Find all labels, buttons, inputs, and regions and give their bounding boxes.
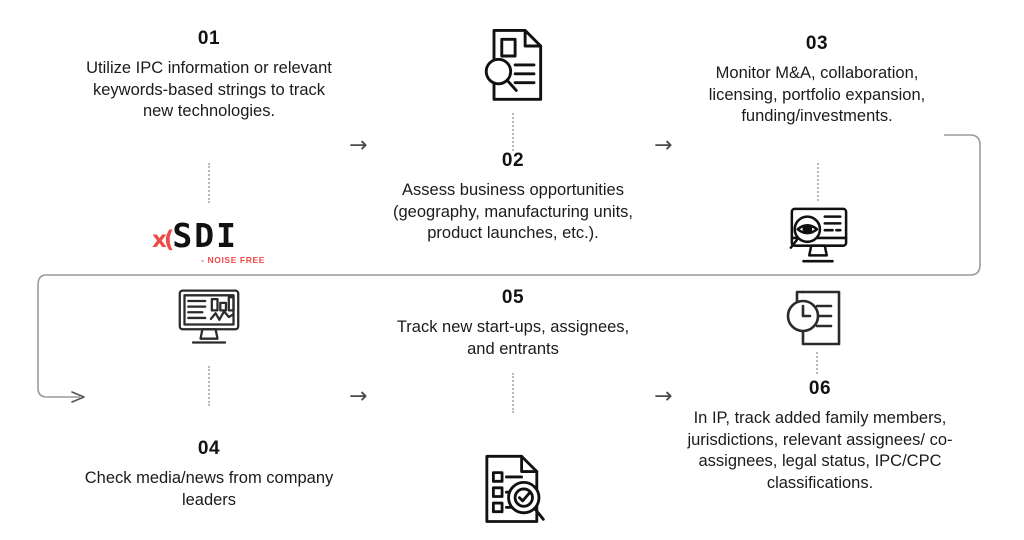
step-03-number: 03 <box>805 33 829 54</box>
step-02: 02 Assess business opportunities (geogra… <box>382 150 644 245</box>
step-02-text: Assess business opportunities (geography… <box>393 180 633 243</box>
dotline-step01-to-logo <box>208 163 210 203</box>
step-06-text: In IP, track added family members, juris… <box>687 408 953 493</box>
sdi-logo-wordmark: SDI <box>172 216 238 255</box>
connector-left-arrowhead <box>71 391 85 403</box>
monitor-analytics-icon <box>176 287 242 347</box>
step-06: 06 In IP, track added family members, ju… <box>686 378 954 495</box>
connector-left-wrap <box>37 274 80 398</box>
step-01-text: Utilize IPC information or relevant keyw… <box>86 58 332 121</box>
document-search-icon <box>478 26 550 106</box>
step-01-number: 01 <box>197 28 221 49</box>
sdi-logo-mark: x( <box>152 227 174 253</box>
arrow-04-to-05: → <box>349 384 368 409</box>
step-04: 04 Check media/news from company leaders <box>78 438 340 511</box>
arrow-01-to-02: → <box>349 133 368 158</box>
monitor-eye-search-icon <box>784 205 852 267</box>
arrow-05-to-06: → <box>654 384 673 409</box>
dotline-step03-to-icon <box>817 163 819 201</box>
step-05-number: 05 <box>501 287 525 308</box>
step-03-text: Monitor M&A, collaboration, licensing, p… <box>708 63 926 126</box>
step-02-number: 02 <box>501 150 525 171</box>
sdi-logo: x( SDI - NOISE FREE <box>152 218 267 268</box>
arrow-02-to-03: → <box>654 133 673 158</box>
checklist-search-icon <box>478 452 550 528</box>
clock-document-icon <box>783 288 849 350</box>
step-05: 05 Track new start-ups, assignees, and e… <box>382 287 644 360</box>
step-04-text: Check media/news from company leaders <box>84 468 334 509</box>
step-03: 03 Monitor M&A, collaboration, licensing… <box>686 33 948 128</box>
dotline-step02-icon-to-text <box>512 113 514 151</box>
step-04-number: 04 <box>197 438 221 459</box>
step-01: 01 Utilize IPC information or relevant k… <box>78 28 340 123</box>
dotline-step06-icon-to-text <box>816 352 818 374</box>
dotline-step05-to-icon <box>512 373 514 413</box>
step-05-text: Track new start-ups, assignees, and entr… <box>396 317 630 358</box>
step-06-number: 06 <box>808 378 832 399</box>
dotline-step04-icon-to-text <box>208 366 210 406</box>
sdi-logo-tagline: - NOISE FREE <box>201 255 265 265</box>
